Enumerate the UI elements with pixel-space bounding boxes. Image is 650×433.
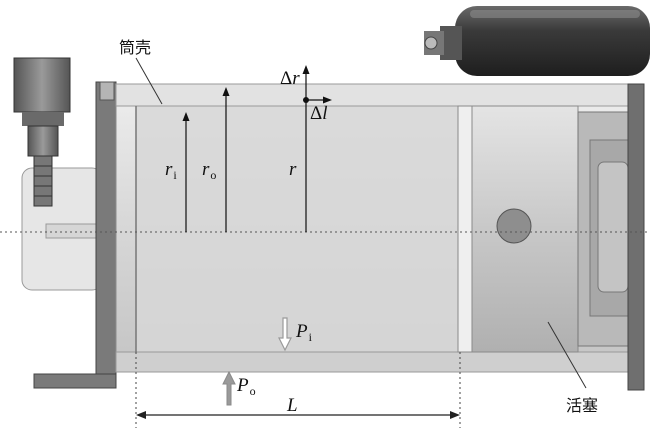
- right-flange: [627, 83, 645, 391]
- external-pressure-arrow: [222, 370, 236, 406]
- pi-label: Pi: [296, 321, 312, 344]
- radius-ro-arrow: [222, 87, 230, 232]
- shell-leader-line: [135, 57, 163, 105]
- radius-ri-arrow: [182, 112, 190, 232]
- piston-label: 活塞: [566, 396, 599, 415]
- delta-l-label: Δl: [310, 103, 328, 124]
- length-label: L: [287, 395, 298, 416]
- po-label: Po: [237, 375, 256, 398]
- internal-pressure-arrow: [278, 317, 292, 352]
- piston: [457, 105, 629, 353]
- delta-r-arrow: [302, 65, 310, 100]
- reference-point: [303, 97, 309, 103]
- length-dimension-arrow: [136, 411, 460, 419]
- piston-rod: [424, 6, 650, 76]
- delta-l-arrow: [306, 96, 332, 104]
- piston-leader-line: [547, 321, 587, 389]
- ri-label: ri: [165, 159, 177, 182]
- shell-label: 筒壳: [119, 38, 152, 57]
- r-label: r: [289, 159, 297, 180]
- delta-r-label: Δr: [280, 68, 300, 89]
- ro-label: ro: [202, 159, 217, 182]
